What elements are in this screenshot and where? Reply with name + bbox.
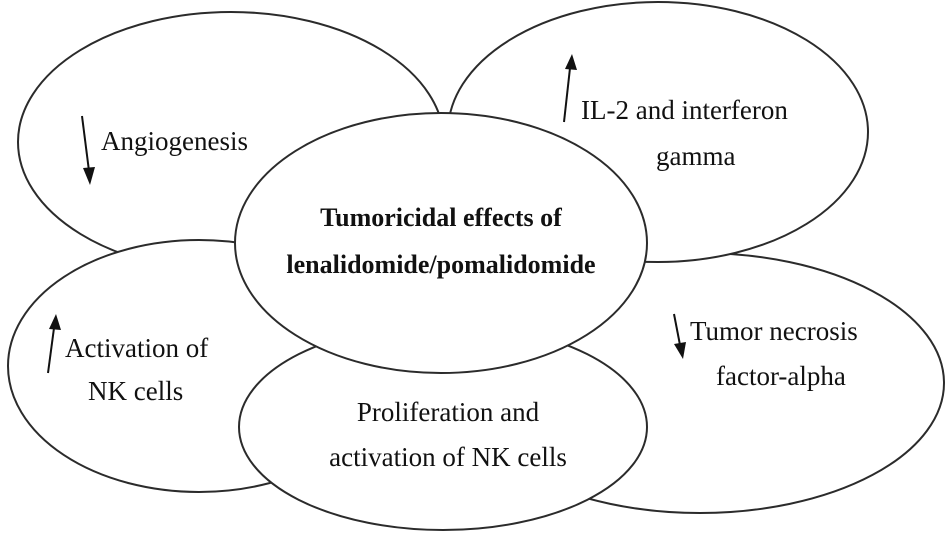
angiogenesis-label: Angiogenesis	[101, 126, 248, 156]
ellipse-center	[234, 112, 648, 374]
arrow-up-icon	[563, 54, 577, 123]
center-title-line1: Tumoricidal effects of	[320, 203, 562, 232]
nk-proliferation-label-line2: activation of NK cells	[329, 442, 567, 472]
arrow-up-icon	[47, 314, 61, 374]
tnf-label-line2: factor-alpha	[716, 361, 846, 391]
arrow-down-icon	[673, 313, 686, 359]
nk-activation-label-line1: Activation of	[65, 333, 208, 363]
nk-activation-label-line2: NK cells	[88, 376, 183, 406]
il2-label-line1: IL-2 and interferon	[581, 95, 788, 125]
nk-proliferation-label-line1: Proliferation and	[357, 397, 540, 427]
tnf-label-line1: Tumor necrosis	[690, 316, 858, 346]
arrow-down-icon	[81, 115, 95, 185]
il2-label-line2: gamma	[656, 141, 735, 171]
center-title-line2: lenalidomide/pomalidomide	[286, 250, 595, 279]
